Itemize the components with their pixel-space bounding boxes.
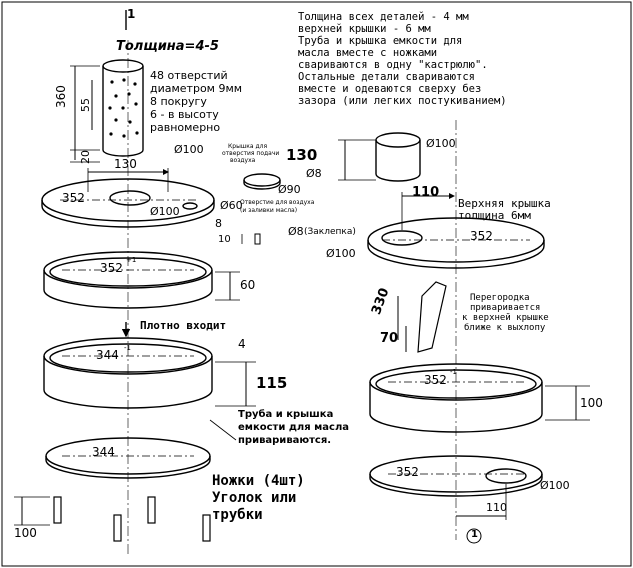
rring-sup: -1 bbox=[450, 368, 457, 376]
legs-l1: Ножки (4шт) bbox=[212, 473, 305, 489]
hole-note-l2: отверстия подачи bbox=[222, 150, 280, 157]
holes-l2: диаметром 9мм bbox=[150, 82, 243, 95]
toplid-352: 352 bbox=[470, 229, 493, 243]
holes-l3: 8 покругу bbox=[150, 95, 207, 108]
part-70: 70 bbox=[380, 331, 399, 346]
fits-label: Плотно входит bbox=[140, 319, 227, 332]
ring352-sup: +1 bbox=[126, 256, 137, 264]
right-pipe-d: Ø100 bbox=[426, 137, 456, 150]
ring344-sup: -1 bbox=[124, 344, 131, 352]
rbottom-352: 352 bbox=[396, 465, 419, 479]
lid-d60: Ø60 bbox=[220, 199, 243, 212]
partition bbox=[417, 281, 447, 353]
marker-circle bbox=[466, 528, 482, 544]
hole-note-l1: Крышка для bbox=[228, 143, 268, 150]
partition-l4: ближе к выхлопу bbox=[464, 323, 546, 333]
notes-l6: Остальные детали свариваются bbox=[298, 71, 476, 83]
lid-130: 130 bbox=[114, 157, 137, 171]
right-marker: 1 bbox=[471, 529, 478, 540]
rbottom-d: Ø100 bbox=[540, 479, 570, 492]
lid-8b: Ø8 bbox=[306, 167, 322, 180]
dim-8c: Ø8 bbox=[288, 225, 304, 238]
pipe-holes bbox=[108, 78, 139, 138]
lid-d100: Ø100 bbox=[150, 205, 180, 218]
notes-l7: вместе и одеваются сверху без bbox=[298, 83, 482, 95]
lid-130b: 130 bbox=[286, 146, 318, 164]
holes-l1: 48 отверстий bbox=[150, 69, 228, 82]
toplid-l2: толщина 6мм bbox=[458, 209, 531, 222]
legs-l3: трубки bbox=[212, 507, 263, 523]
legs-l2: Уголок или bbox=[212, 490, 297, 506]
holes-l5: равномерно bbox=[150, 121, 221, 134]
notes-l1: Толщина всех деталей - 4 мм bbox=[298, 11, 469, 23]
toplid-110: 110 bbox=[412, 185, 440, 200]
air-hole-cap bbox=[243, 173, 281, 187]
partition-l1: Перегородка bbox=[470, 293, 530, 303]
bottom344: 344 bbox=[92, 445, 115, 459]
lid-8a: 8 bbox=[215, 217, 222, 230]
legs-dim: 100 bbox=[14, 526, 37, 540]
lid-90: Ø90 bbox=[278, 183, 301, 196]
weld-l1: Труба и крышка bbox=[238, 409, 334, 420]
lid-352: 352 bbox=[62, 191, 85, 205]
rbottom-110: 110 bbox=[486, 501, 507, 514]
air-note-l2: (и заливки масла) bbox=[240, 207, 298, 214]
dim-20: 20 bbox=[79, 150, 92, 164]
hole-note-l3: воздуха bbox=[230, 157, 256, 164]
pipe-d100: Ø100 bbox=[174, 143, 204, 156]
perforated-pipe bbox=[102, 59, 144, 157]
notes-l8: зазора (или легких постукиванием) bbox=[298, 95, 507, 107]
part-marker: 1 bbox=[127, 7, 136, 21]
right-pipe bbox=[375, 132, 421, 182]
air-note-l1: Отверстие для воздуха bbox=[240, 199, 315, 206]
rring-dim: 352 bbox=[424, 373, 447, 387]
notes-l3: Труба и крышка емкости для bbox=[298, 35, 463, 47]
dim-55: 55 bbox=[79, 98, 92, 112]
rivet bbox=[254, 233, 261, 245]
bottom-plate-right bbox=[369, 455, 543, 497]
weld-l2: емкости для масла bbox=[238, 422, 350, 433]
ring344-h: 115 bbox=[256, 374, 288, 392]
dim-10: 10 bbox=[218, 234, 231, 245]
ring344-dim: 344 bbox=[96, 348, 119, 362]
notes-l5: свариваются в одну "кастрюлю". bbox=[298, 59, 488, 71]
toplid-l1: Верхняя крышка bbox=[458, 197, 551, 210]
rring-h: 100 bbox=[580, 396, 603, 410]
rivet-label: (Заклепка) bbox=[304, 227, 356, 237]
ring352-dim: 352 bbox=[100, 261, 123, 275]
holes-l4: 6 - в высоту bbox=[150, 108, 219, 121]
toplid-d100: Ø100 bbox=[326, 247, 356, 260]
legs bbox=[53, 496, 211, 542]
partition-l3: к верхней крышке bbox=[462, 313, 549, 323]
ring344-t: 4 bbox=[238, 337, 246, 351]
partition-l2: приваривается bbox=[470, 303, 541, 313]
ring352-h: 60 bbox=[240, 278, 256, 292]
dim-360: 360 bbox=[54, 85, 68, 108]
notes-l2: верхней крышки - 6 мм bbox=[298, 23, 431, 35]
notes-l4: масла вместе с ножками bbox=[298, 47, 438, 59]
weld-l3: привариваются. bbox=[238, 435, 332, 446]
thickness-title: Толщина=4-5 bbox=[116, 39, 219, 54]
